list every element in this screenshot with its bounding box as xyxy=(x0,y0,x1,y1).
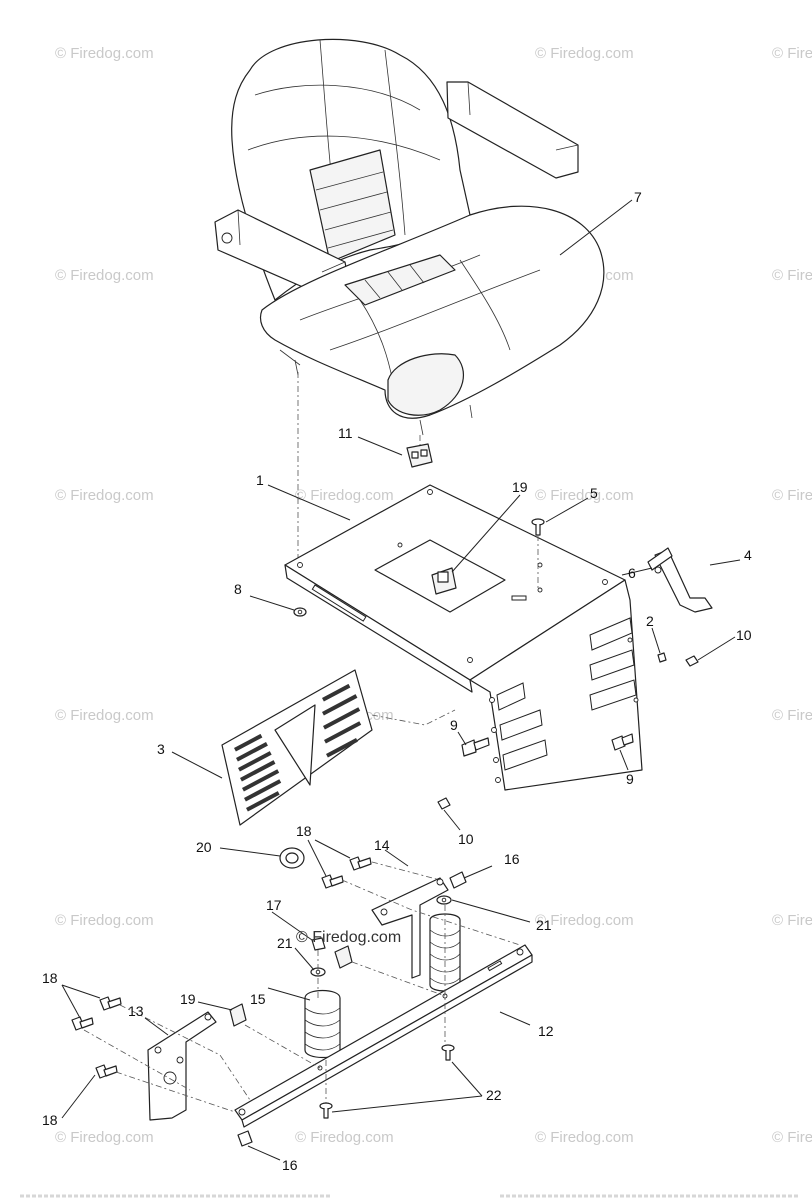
callout-11: 11 xyxy=(338,425,353,441)
nut-16a xyxy=(449,871,467,889)
callout-22: 22 xyxy=(486,1087,502,1103)
seat-switch xyxy=(406,443,433,468)
callout-7: 7 xyxy=(634,189,642,205)
watermark: © Firedog.com xyxy=(55,45,154,62)
callout-9: 9 xyxy=(626,771,634,787)
callout-16: 16 xyxy=(282,1157,298,1173)
callout-2: 2 xyxy=(646,613,654,629)
rail-12 xyxy=(234,944,533,1128)
watermark: © Firedog.com xyxy=(55,707,154,724)
callout-labels: 7 11 1 19 5 4 6 8 2 10 3 9 9 10 20 18 14… xyxy=(42,189,752,1173)
nut-10a xyxy=(685,655,699,667)
callout-13: 13 xyxy=(128,1003,144,1019)
watermark: © Firedog.com xyxy=(535,912,634,929)
spring-15 xyxy=(304,989,341,1059)
callout-6: 6 xyxy=(628,565,636,581)
assembly-centerline xyxy=(371,861,441,881)
bolt-18c xyxy=(95,1064,118,1079)
seat-assembly xyxy=(214,38,605,436)
watermark: © Firedog.com xyxy=(295,1129,394,1146)
callout-18: 18 xyxy=(296,823,312,839)
callout-5: 5 xyxy=(590,485,598,501)
watermark: © Firedog.com xyxy=(55,267,154,284)
nut-16b xyxy=(237,1130,253,1147)
callout-12: 12 xyxy=(538,1023,554,1039)
clip-center xyxy=(334,945,353,969)
callout-21: 21 xyxy=(536,917,552,933)
watermark: © Firedog.com xyxy=(772,487,812,504)
plate-switch xyxy=(431,567,457,595)
washer-21b xyxy=(310,967,326,977)
watermark: © Firedog.com xyxy=(295,487,394,504)
clip-19b xyxy=(229,1003,247,1027)
watermark: © Firedog.com xyxy=(535,487,634,504)
bolt-9a xyxy=(461,737,490,757)
adjustment-lever xyxy=(647,547,713,613)
bolt-18a xyxy=(321,856,372,889)
bracket-14 xyxy=(371,877,449,979)
bolt-18b xyxy=(71,996,122,1031)
assembly-centerline xyxy=(351,961,446,997)
assembly-centerline xyxy=(83,1029,191,1091)
callout-1: 1 xyxy=(256,472,264,488)
seat-back-center-panel xyxy=(309,149,396,263)
callout-4: 4 xyxy=(744,547,752,563)
bolt-2 xyxy=(657,652,667,663)
callout-14: 14 xyxy=(374,837,390,853)
assembly-centerline xyxy=(119,1004,251,1101)
watermark: © Firedog.com xyxy=(772,1129,812,1146)
nut-8 xyxy=(293,607,307,617)
watermark: © Firedog.com xyxy=(535,45,634,62)
callout-16: 16 xyxy=(504,851,520,867)
bushing-20 xyxy=(279,847,305,869)
bracket-13 xyxy=(147,1011,217,1121)
watermark: © Firedog.com xyxy=(772,45,812,62)
callout-8: 8 xyxy=(234,581,242,597)
bolt-9b xyxy=(611,733,634,751)
vent-panel xyxy=(221,669,456,826)
callout-10: 10 xyxy=(736,627,752,643)
watermark: © Firedog.com xyxy=(772,912,812,929)
watermark: © Firedog.com xyxy=(55,487,154,504)
callout-21: 21 xyxy=(277,935,293,951)
watermark: © Firedog.com xyxy=(535,1129,634,1146)
nut-17 xyxy=(311,937,326,951)
callout-15: 15 xyxy=(250,991,266,1007)
watermark: © Firedog.com xyxy=(772,267,812,284)
assembly-centerline xyxy=(244,1024,321,1069)
callout-19: 19 xyxy=(180,991,196,1007)
watermark: © Firedog.com xyxy=(55,1129,154,1146)
washer-21a xyxy=(436,895,452,905)
nut-10b xyxy=(437,797,451,810)
callout-19: 19 xyxy=(512,479,528,495)
callout-9: 9 xyxy=(450,717,458,733)
seat-cushion-center-strip xyxy=(344,254,456,306)
leader-lines xyxy=(61,199,741,1161)
callout-3: 3 xyxy=(157,741,165,757)
callout-10: 10 xyxy=(458,831,474,847)
seat-front-bolster xyxy=(387,353,464,416)
callout-18: 18 xyxy=(42,970,58,986)
center-watermark: © Firedog.com xyxy=(296,929,401,946)
callout-17: 17 xyxy=(266,897,282,913)
pivot-pin xyxy=(531,518,545,588)
callout-18: 18 xyxy=(42,1112,58,1128)
watermark: © Firedog.com xyxy=(772,707,812,724)
watermark: © Firedog.com xyxy=(55,912,154,929)
right-armrest xyxy=(446,81,579,179)
callout-20: 20 xyxy=(196,839,212,855)
